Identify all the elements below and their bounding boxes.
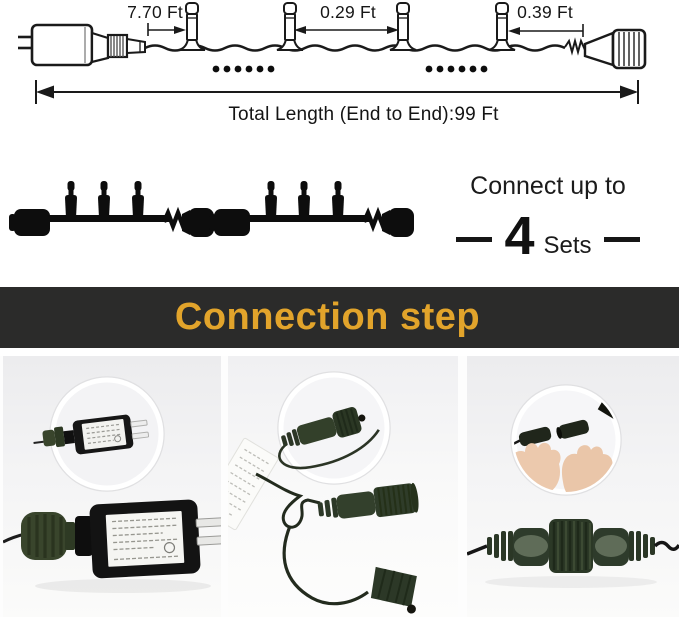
tail-length-label: 0.39 Ft (517, 2, 573, 22)
dust-cap-drawing (370, 566, 417, 614)
spacing-length-label: 0.29 Ft (320, 2, 376, 22)
banner-title: Connection step (174, 296, 481, 338)
hands-photo-drawing (467, 384, 679, 588)
set-silhouette-left (9, 181, 214, 237)
two-sets-silhouette-art (9, 150, 440, 285)
dimension-lead (147, 23, 186, 36)
paper-tag-drawing (228, 437, 279, 531)
power-adapter-drawing (18, 23, 146, 67)
joined-connector-drawing (467, 519, 679, 573)
connection-step-banner: Connection step (0, 287, 679, 348)
connector-main-drawing (255, 472, 419, 614)
bulb-drawings (178, 2, 516, 51)
total-length-arrow (35, 80, 639, 104)
measurement-diagram-art (18, 2, 647, 104)
sets-count: 4 (504, 206, 535, 266)
dash-left (456, 236, 493, 242)
connect-note: Connect up to 4 Sets (448, 172, 648, 263)
sets-unit: Sets (543, 232, 592, 259)
dash-right (603, 236, 640, 242)
hands-inset-drawing (514, 390, 618, 492)
photo-panel-hands (467, 356, 679, 617)
continuation-dots (212, 65, 488, 73)
dimension-spacing (294, 26, 399, 34)
lead-length-label: 7.70 Ft (127, 2, 183, 22)
adapter-main-drawing (3, 499, 221, 579)
connection-step-photos (0, 356, 679, 617)
adapter-inset-drawing (33, 414, 150, 455)
total-length-label: Total Length (End to End):99 Ft (228, 104, 499, 125)
connector-cap-photo-drawing (228, 371, 419, 614)
adapter-photo-drawing (3, 376, 221, 593)
photo-panel-adapter (3, 356, 221, 617)
set-silhouette-right (209, 181, 414, 237)
end-connector-drawing (564, 28, 647, 70)
connector-inset-drawing (278, 407, 380, 470)
photo-panel-cap (228, 356, 458, 617)
connect-up-to-text: Connect up to (470, 172, 626, 200)
dimension-tail (508, 24, 584, 37)
